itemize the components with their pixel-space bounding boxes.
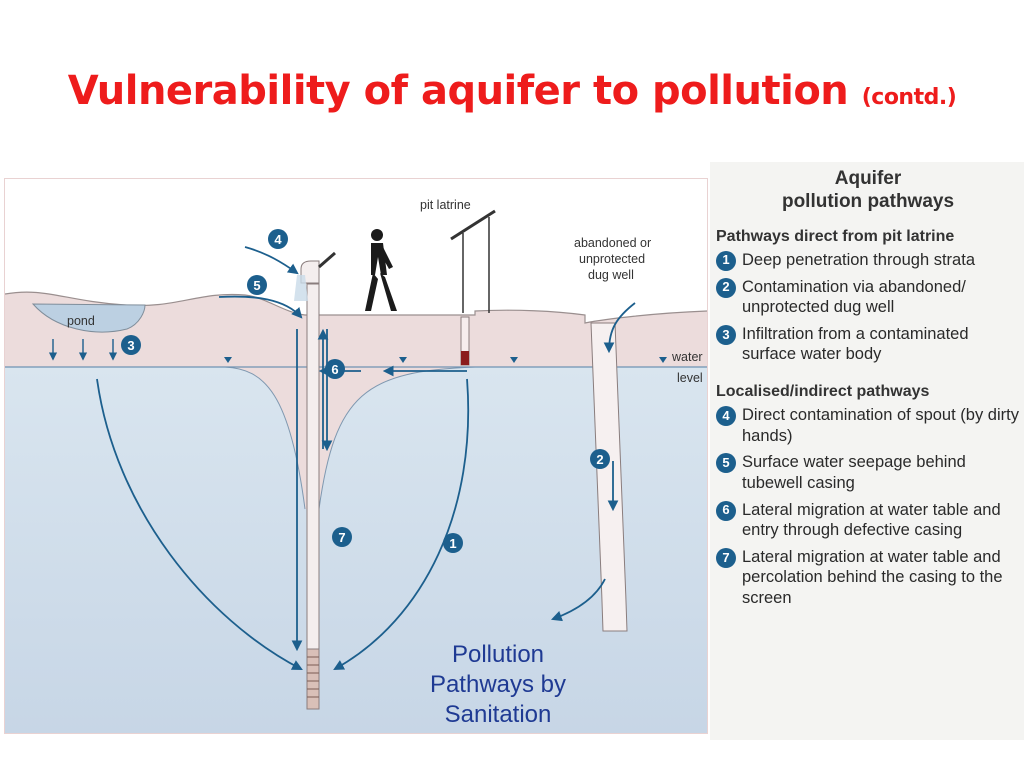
legend-number-badge: 2 [716, 277, 736, 298]
svg-text:6: 6 [331, 362, 338, 377]
legend-item-text: Surface water seepage behind tubewell ca… [742, 453, 966, 492]
hand-pump [300, 260, 320, 284]
legend-number-badge: 3 [716, 324, 736, 345]
legend-item-4: 4 Direct contamination of spout (by dirt… [716, 405, 1020, 446]
diagram-svg: pond water level [5, 198, 707, 733]
legend-number-badge: 4 [716, 406, 736, 427]
pump-spout-water [294, 275, 308, 301]
aquifer-zone [5, 367, 707, 733]
legend-item-text: Deep penetration through strata [742, 250, 975, 269]
direct-pathways-heading: Pathways direct from pit latrine [716, 227, 955, 245]
svg-text:7: 7 [338, 530, 345, 545]
pollution-pathways-diagram: pond water level [4, 178, 708, 734]
pond-seepage-arrows [48, 339, 118, 361]
water-level-marker-3 [510, 357, 518, 363]
legend-item-1: 1 Deep penetration through strata [716, 250, 1020, 271]
water-level-label-1: water [671, 350, 703, 364]
caption-line-3: Sanitation [444, 701, 552, 728]
legend-item-3: 3 Infiltration from a contaminated surfa… [716, 324, 1020, 365]
marker-2: 2 [590, 449, 610, 469]
arrow-pathway-2-inflow [603, 302, 636, 354]
marker-3: 3 [121, 335, 141, 355]
marker-4: 4 [268, 229, 288, 249]
marker-6: 6 [325, 359, 345, 379]
pond-shape [31, 303, 146, 333]
arrow-pathway-4 [244, 246, 299, 275]
marker-1: 1 [443, 533, 463, 553]
arrow-pathway-5 [218, 295, 303, 319]
legend-item-6: 6 Lateral migration at water table and e… [716, 500, 1020, 541]
marker-5: 5 [247, 275, 267, 295]
caption-line-1: Pollution [451, 641, 545, 668]
dug-well-label-3: dug well [588, 268, 634, 282]
legend-number-badge: 5 [716, 453, 736, 474]
diagram-caption: Pollution Pathways by Sanitation [398, 640, 598, 730]
water-level-marker-4 [659, 357, 667, 363]
person-icon [365, 229, 397, 311]
svg-text:3: 3 [127, 338, 134, 353]
arrow-pathway-3 [96, 378, 303, 670]
title-main: Vulnerability of aquifer to pollution [67, 68, 849, 114]
legend-item-text: Infiltration from a contaminated surface… [742, 324, 969, 364]
tubewell-screen [306, 648, 320, 710]
caption-line-2: Pathways by [429, 671, 567, 698]
cone-of-depression [225, 367, 475, 509]
legend-number-badge: 6 [716, 500, 736, 521]
page-title: Vulnerability of aquifer to pollution (c… [0, 68, 1024, 114]
dug-well-label-2: unprotected [579, 252, 645, 266]
pathways-legend: Aquifer pollution pathways Pathways dire… [710, 162, 1024, 740]
legend-title-line-2: pollution pathways [781, 190, 955, 212]
legend-title-line-1: Aquifer [834, 168, 902, 189]
pit-latrine-icon [450, 209, 496, 366]
ground-surface [5, 291, 707, 324]
dug-well [590, 322, 628, 632]
legend-title: Aquifer pollution pathways [716, 168, 1020, 214]
pathway-arrows [96, 246, 636, 671]
pond-label: pond [67, 314, 95, 328]
cone-outline [224, 366, 476, 510]
legend-item-7: 7 Lateral migration at water table and p… [716, 547, 1020, 609]
svg-text:4: 4 [274, 232, 282, 247]
pit-latrine-label: pit latrine [420, 198, 471, 212]
dug-well-label-1: abandoned or [574, 236, 651, 250]
legend-item-text: Lateral migration at water table and ent… [742, 500, 1001, 540]
legend-item-2: 2 Contamination via abandoned/ unprotect… [716, 277, 1020, 318]
arrow-pathway-1 [333, 378, 470, 671]
indirect-pathways-heading: Localised/indirect pathways [716, 383, 930, 401]
legend-number-badge: 7 [716, 547, 736, 568]
legend-number-badge: 1 [716, 250, 736, 271]
legend-item-5: 5 Surface water seepage behind tubewell … [716, 452, 1020, 493]
svg-text:1: 1 [449, 536, 456, 551]
water-level-marker-2 [399, 357, 407, 363]
water-level-label-2: level [677, 371, 703, 385]
svg-text:2: 2 [596, 452, 603, 467]
title-suffix: (contd.) [861, 85, 957, 110]
legend-item-text: Direct contamination of spout (by dirty … [742, 406, 1019, 445]
tubewell-casing [306, 283, 320, 705]
legend-item-text: Contamination via abandoned/ unprotected… [742, 277, 966, 317]
svg-text:5: 5 [253, 278, 260, 293]
arrow-pathway-2-outflow [550, 578, 606, 622]
marker-7: 7 [332, 527, 352, 547]
water-level-marker-1 [224, 357, 232, 363]
pump-handle [318, 251, 336, 269]
tubewell-screen-slots [307, 656, 319, 698]
legend-item-text: Lateral migration at water table and per… [742, 547, 1003, 608]
